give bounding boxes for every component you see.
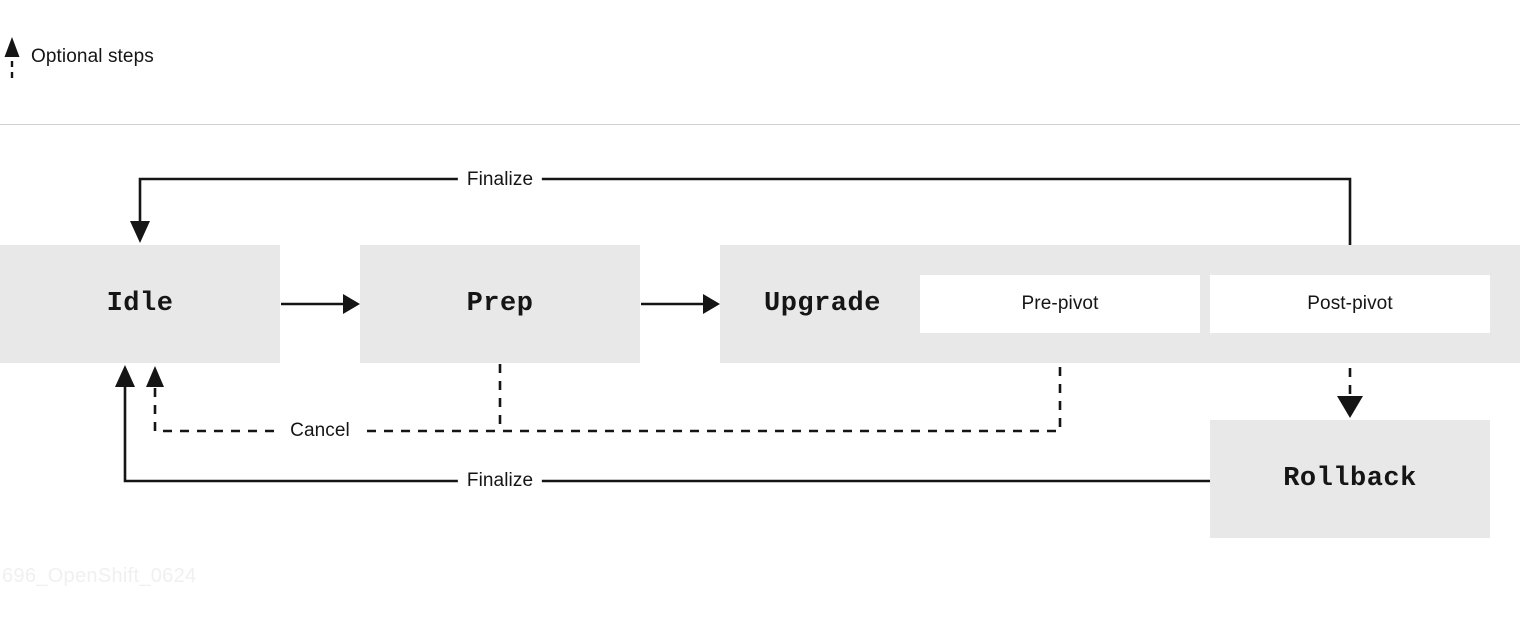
header-divider (0, 124, 1520, 125)
edge-idle-to-prep (281, 294, 360, 314)
optional-steps-dashed-arrow-icon (4, 37, 20, 78)
edge-postpivot-to-idle-finalize (130, 177, 1352, 275)
node-pre-pivot[interactable]: Pre-pivot (920, 275, 1200, 333)
legend-label: Optional steps (31, 46, 154, 67)
edge-prepivot-to-idle-cancel (146, 333, 1062, 433)
node-idle[interactable]: Idle (0, 245, 280, 363)
node-idle-label: Idle (106, 289, 174, 319)
edge-rollback-to-idle-finalize (115, 365, 1210, 483)
node-post-pivot[interactable]: Post-pivot (1210, 275, 1490, 333)
node-upgrade-label: Upgrade (764, 289, 881, 319)
edge-postpivot-to-rollback (1337, 334, 1363, 418)
node-prep-label: Prep (466, 289, 534, 319)
edge-prep-to-upgrade (641, 294, 720, 314)
node-rollback[interactable]: Rollback (1210, 420, 1490, 538)
node-prep[interactable]: Prep (360, 245, 640, 363)
edge-label-finalize-bottom: Finalize (457, 470, 543, 492)
edge-label-cancel: Cancel (281, 420, 359, 442)
node-pre-pivot-label: Pre-pivot (1021, 293, 1099, 314)
edge-label-finalize-top: Finalize (457, 169, 543, 191)
node-rollback-label: Rollback (1283, 464, 1417, 494)
watermark: 696_OpenShift_0624 (2, 565, 197, 587)
node-post-pivot-label: Post-pivot (1307, 293, 1393, 314)
